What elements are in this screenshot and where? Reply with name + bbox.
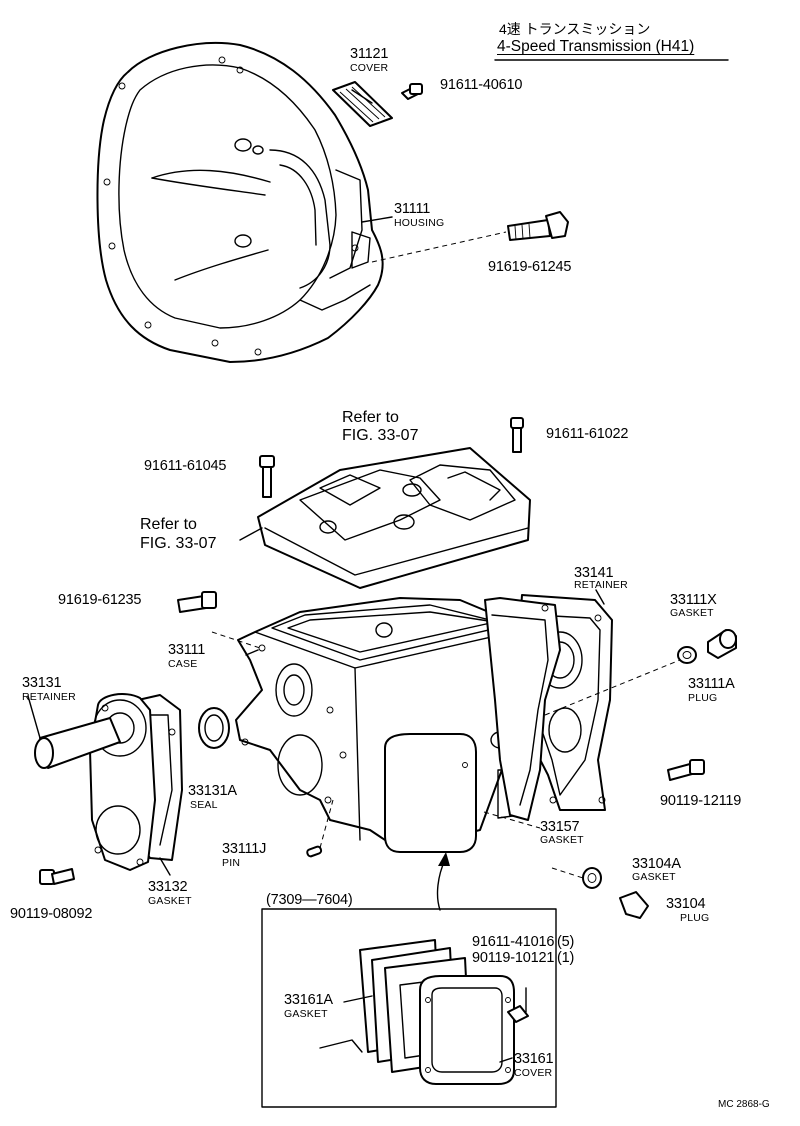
part-name: HOUSING <box>394 217 445 229</box>
part-number: 33157 <box>540 819 580 835</box>
plug-33111a-drawing <box>677 629 737 664</box>
part-name: GASKET <box>284 1008 328 1020</box>
bolt-91611-61022-drawing <box>510 417 524 453</box>
part-name: SEAL <box>190 799 218 811</box>
inset-arrowhead <box>438 852 450 866</box>
seal-33131a-drawing <box>198 707 230 749</box>
reference-line1: Refer to <box>140 516 197 533</box>
part-number: 31111 <box>394 201 431 217</box>
inset-arrow <box>436 859 446 911</box>
dash-33157 <box>483 811 541 829</box>
part-name: GASKET <box>540 834 584 846</box>
part-number: 33111X <box>670 592 717 608</box>
leader-ref <box>239 527 263 541</box>
dash-33104a <box>551 867 584 879</box>
title-english: 4-Speed Transmission (H41) <box>497 38 695 55</box>
part-number: 90119-08092 <box>10 906 93 922</box>
part-number: 31121 <box>350 46 389 62</box>
leader-case <box>245 649 259 656</box>
leader-33161a <box>343 995 373 1003</box>
inset-range: (7309—7604) <box>266 892 353 908</box>
part-number: 33104A <box>632 856 681 872</box>
plug-33104-drawing <box>582 867 649 919</box>
dash-plug <box>544 659 681 716</box>
shift-cover-drawing <box>257 447 531 589</box>
part-name: CASE <box>168 658 198 670</box>
clutch-housing-drawing <box>96 42 384 363</box>
title-japanese: 4速 トランスミッション <box>499 21 651 37</box>
part-number: 33111A <box>688 676 735 692</box>
part-number: 33131A <box>188 783 237 799</box>
part-qty: (5) <box>557 934 575 950</box>
part-number: 33111 <box>168 642 206 658</box>
leader-33141 <box>595 589 605 605</box>
part-number: 33161A <box>284 992 333 1008</box>
part-name: RETAINER <box>574 579 628 591</box>
bolt-90119-12119-drawing <box>667 759 705 781</box>
leader-housing <box>361 216 393 223</box>
rear-retainer-drawing <box>484 594 613 821</box>
part-number: 90119-12119 <box>660 793 742 809</box>
part-name: PLUG <box>688 692 718 704</box>
reference-line2: FIG. 33-07 <box>140 535 217 552</box>
reference-line2: FIG. 33-07 <box>342 427 419 444</box>
bolt-91611-40610-drawing <box>401 83 423 100</box>
reference-line1: Refer to <box>342 409 399 426</box>
part-name: GASKET <box>670 607 714 619</box>
part-number: 90119-10121 <box>472 950 555 966</box>
part-name: COVER <box>350 62 389 74</box>
part-number: 33131 <box>22 675 62 691</box>
part-number: 33132 <box>148 879 188 895</box>
cover-31121-drawing <box>332 81 393 127</box>
diagram-code: MC 2868-G <box>718 1099 770 1110</box>
part-name: GASKET <box>148 895 192 907</box>
part-number: 91611-61045 <box>144 458 227 474</box>
part-name: RETAINER <box>22 691 76 703</box>
leader-33132 <box>159 857 171 876</box>
leader-cover <box>351 89 373 104</box>
bolt-91619-61245-drawing <box>371 211 569 263</box>
part-number: 91619-61245 <box>488 259 572 275</box>
front-retainer-drawing <box>34 693 183 871</box>
part-name: PIN <box>222 857 241 869</box>
inset-cover-drawing <box>319 939 529 1085</box>
bolt-90119-08092-drawing <box>39 868 75 885</box>
part-qty: (1) <box>557 950 575 966</box>
part-number: 91611-41016 <box>472 934 555 950</box>
part-name: GASKET <box>632 871 676 883</box>
part-name: PLUG <box>680 912 710 924</box>
part-number: 91611-61022 <box>546 426 629 442</box>
part-number: 33161 <box>514 1051 554 1067</box>
bolt-91619-61235-drawing <box>177 591 217 613</box>
part-number: 33111J <box>222 841 267 857</box>
pin-33111j-drawing <box>306 845 323 858</box>
leader-33131 <box>27 695 41 739</box>
part-number: 91619-61235 <box>58 592 142 608</box>
bolt-91611-61045-drawing <box>259 455 275 498</box>
transmission-case-drawing <box>235 597 531 853</box>
part-name: COVER <box>514 1067 553 1079</box>
part-number: 33141 <box>574 565 614 581</box>
part-number: 91611-40610 <box>440 77 523 93</box>
inset-box <box>261 908 557 1108</box>
leader-33161 <box>499 1057 513 1063</box>
part-number: 33104 <box>666 896 706 912</box>
